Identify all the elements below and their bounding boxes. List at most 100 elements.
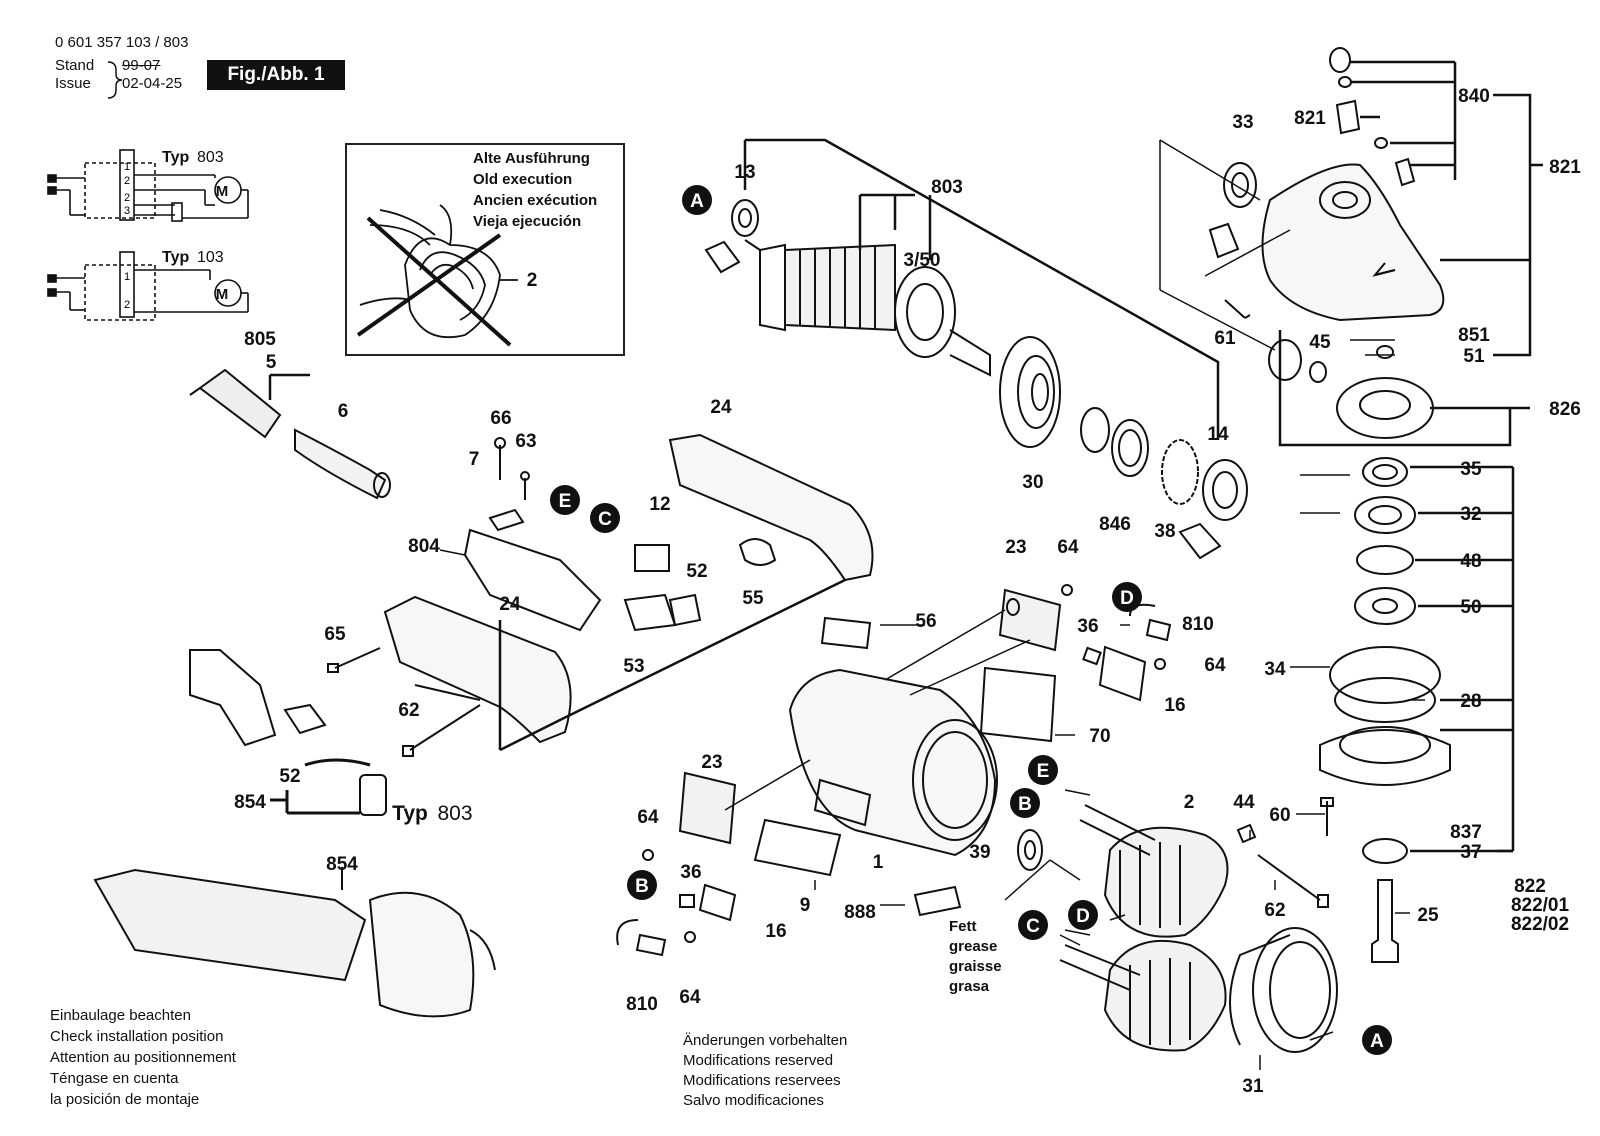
part-label: 64 xyxy=(679,987,701,1008)
part-label: 50 xyxy=(1460,597,1481,618)
mains-plug xyxy=(189,368,282,439)
field-coil-upper xyxy=(1079,804,1229,938)
part-label: 39 xyxy=(969,842,990,863)
part-label: 822/02 xyxy=(1511,914,1569,935)
grease-line: graisse xyxy=(949,958,1002,975)
modifications-note-line: Modifications reservees xyxy=(683,1072,841,1089)
part-label: 851 xyxy=(1458,325,1490,346)
spindle-stack xyxy=(1319,457,1451,963)
install-note-line: Check installation position xyxy=(50,1028,224,1045)
armature xyxy=(744,239,991,377)
part-label: 36 xyxy=(680,862,701,883)
wiring-type-label: Typ xyxy=(162,149,189,166)
part-label: 854 xyxy=(234,792,266,813)
wiring-type-label: Typ xyxy=(162,249,189,266)
part-label: 854 xyxy=(326,854,358,875)
brush-carbon-parts xyxy=(616,603,1172,957)
crown-gear-826 xyxy=(1336,345,1434,439)
callout-letters: A E C D E B B C D A xyxy=(559,191,1384,1052)
part-label: 48 xyxy=(1460,551,1481,572)
callout-letter: C xyxy=(1026,916,1040,937)
callout-d-mid xyxy=(1112,582,1142,612)
cable-sleeve xyxy=(294,428,391,500)
part-label: 38 xyxy=(1154,521,1175,542)
callout-letter: E xyxy=(559,491,572,512)
part-label: 24 xyxy=(499,594,521,615)
old-execution-field xyxy=(356,204,518,347)
modifications-note-line: Salvo modificaciones xyxy=(683,1092,824,1109)
old-execution-line: Alte Ausführung xyxy=(473,150,590,167)
header-brace xyxy=(107,61,123,99)
motor-symbol: M xyxy=(216,183,229,200)
part-label: 62 xyxy=(1264,900,1285,921)
stator-ring-31 xyxy=(1229,927,1338,1053)
install-note: Einbaulage beachten Check installation p… xyxy=(50,1005,236,1110)
part-label: 33 xyxy=(1232,112,1253,133)
part-label: 51 xyxy=(1463,346,1485,367)
terminal: 1 xyxy=(124,161,130,173)
callout-letter: B xyxy=(635,876,649,897)
handle-mount-detail xyxy=(189,649,387,816)
motor-housing xyxy=(788,668,998,857)
part-label: 35 xyxy=(1460,459,1482,480)
part-label: 821 xyxy=(1549,157,1581,178)
leader-lines xyxy=(268,60,1543,853)
motor-symbol: M xyxy=(216,286,229,303)
part-label: 12 xyxy=(649,494,670,515)
modifications-note-line: Modifications reserved xyxy=(683,1052,834,1069)
grease-note: Fett grease graisse grasa xyxy=(949,917,1002,997)
part-label: 61 xyxy=(1214,328,1236,349)
callout-e-left xyxy=(550,485,580,515)
part-label: 13 xyxy=(734,162,755,183)
part-label: 60 xyxy=(1269,805,1290,826)
part-label: 37 xyxy=(1460,842,1481,863)
screw-61 xyxy=(1224,299,1251,319)
screw-60 xyxy=(1320,797,1334,836)
terminal: 1 xyxy=(124,271,130,283)
part-label: 30 xyxy=(1022,472,1043,493)
install-note-line: la posición de montaje xyxy=(50,1091,200,1108)
part-label: 2 xyxy=(1184,792,1195,813)
handle-bottom xyxy=(383,595,572,744)
part-label: 803 xyxy=(437,802,472,825)
part-label: 837 xyxy=(1450,822,1482,843)
part-label: 52 xyxy=(279,766,300,787)
callout-a-low xyxy=(1362,1025,1392,1055)
wiring-diagram-803 xyxy=(47,149,249,222)
part-label: 28 xyxy=(1460,691,1481,712)
grease-line: grease xyxy=(949,938,998,955)
thin-leader-lines xyxy=(439,139,1425,1070)
grease-line: Fett xyxy=(949,918,977,935)
screw-62b xyxy=(1257,854,1329,908)
part-label: 55 xyxy=(742,588,764,609)
part-label: 826 xyxy=(1549,399,1581,420)
install-note-line: Attention au positionnement xyxy=(50,1049,236,1066)
part-label: 44 xyxy=(1233,792,1255,813)
part-label: 888 xyxy=(844,902,876,923)
screws-left xyxy=(327,437,530,757)
old-execution-box xyxy=(345,143,625,356)
fan-disc xyxy=(999,336,1061,448)
pinion-45 xyxy=(1268,339,1327,383)
gear-housing xyxy=(1261,163,1445,322)
part-label: 25 xyxy=(1417,905,1439,926)
part-label: 23 xyxy=(1005,537,1026,558)
old-execution-line: Vieja ejecución xyxy=(473,213,582,230)
part-label: 66 xyxy=(490,408,511,429)
label-plates xyxy=(753,616,1057,917)
part-label: 810 xyxy=(1182,614,1214,635)
part-label: 23 xyxy=(701,752,722,773)
callout-letter: E xyxy=(1037,761,1050,782)
issue-value: 02-04-25 xyxy=(122,75,183,92)
callout-b-low xyxy=(627,870,657,900)
part-label: 822/01 xyxy=(1511,895,1570,916)
part-label: 5 xyxy=(266,352,277,373)
fan-39 xyxy=(1017,829,1043,871)
brush-holder-cover-23a xyxy=(998,588,1062,652)
part-label: 2 xyxy=(527,270,538,291)
issue-label: Issue xyxy=(55,75,91,92)
callout-letter: C xyxy=(598,509,612,530)
callout-letter: D xyxy=(1076,906,1090,927)
part-label: 62 xyxy=(398,700,419,721)
